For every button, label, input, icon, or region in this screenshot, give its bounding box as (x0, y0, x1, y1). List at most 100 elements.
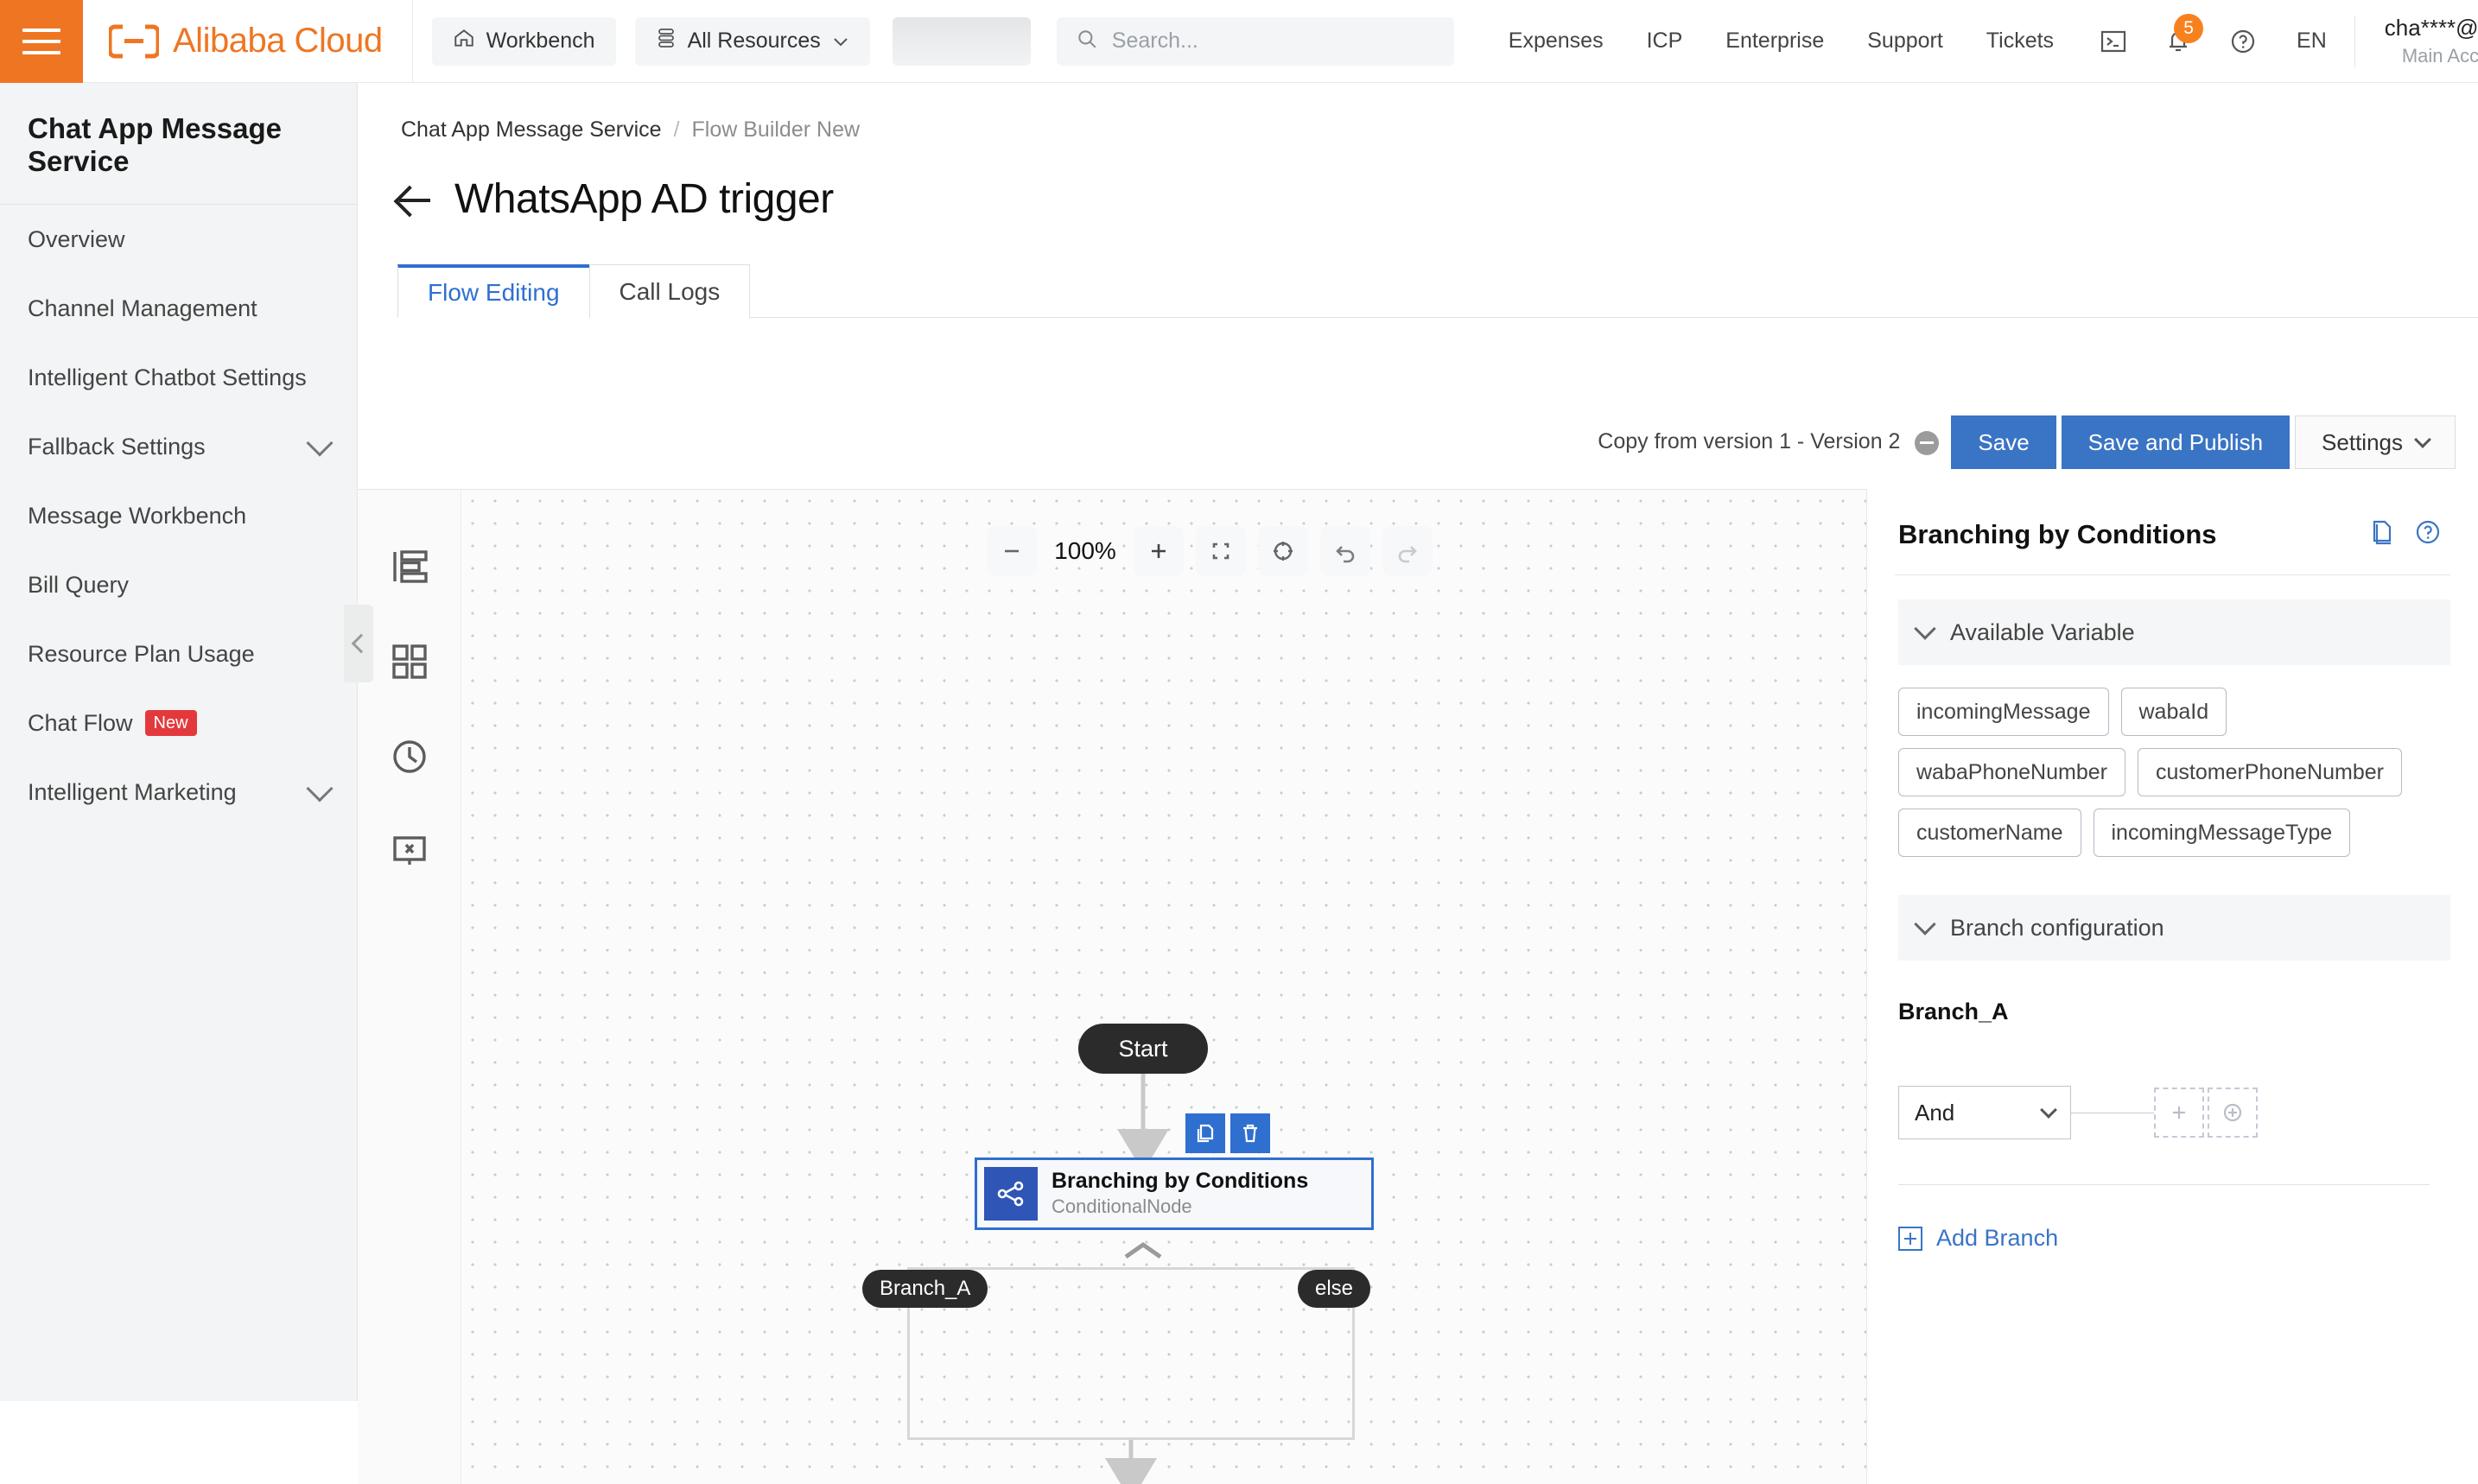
node-text: Branching by Conditions ConditionalNode (1052, 1168, 1308, 1220)
top-link-icp[interactable]: ICP (1646, 29, 1683, 53)
sidebar-item-channel-management[interactable]: Channel Management (0, 274, 357, 343)
zoom-level: 100% (1054, 537, 1116, 564)
sidebar-item-intelligent-chatbot-settings[interactable]: Intelligent Chatbot Settings (0, 343, 357, 412)
fit-to-screen-button[interactable] (1196, 526, 1246, 576)
alibaba-cloud-mark-icon (107, 24, 161, 59)
canvas-tool-rail (358, 490, 461, 1484)
remove-version-icon[interactable] (1915, 430, 1940, 455)
add-branch-button[interactable]: Add Branch (1898, 1225, 2478, 1252)
logic-operator-select[interactable]: And (1898, 1086, 2071, 1139)
branch-label: Branch_A (880, 1277, 971, 1300)
panel-header: Branching by Conditions (1867, 489, 2478, 574)
plus-square-icon (1898, 1226, 1922, 1251)
properties-panel: Branching by Conditions A (1866, 489, 2478, 1484)
top-link-support[interactable]: Support (1867, 29, 1943, 53)
zoom-in-button[interactable] (1134, 526, 1184, 576)
top-link-tickets[interactable]: Tickets (1986, 29, 2055, 53)
account-menu[interactable]: cha****@te... Main Account (2354, 15, 2478, 67)
outline-panel-icon[interactable] (386, 543, 433, 590)
history-clock-icon[interactable] (386, 733, 433, 780)
sidebar-item-label: Overview (28, 225, 125, 252)
notification-badge: 5 (2174, 13, 2204, 43)
add-condition-group-button[interactable] (2208, 1088, 2258, 1138)
branch-name: Branch_A (1898, 999, 2009, 1024)
variable-tag[interactable]: customerPhoneNumber (2137, 748, 2402, 796)
tabs-row: Flow Editing Call Logs (397, 264, 751, 318)
variable-tag[interactable]: incomingMessageType (2093, 809, 2351, 857)
node-action-buttons (1185, 1113, 1270, 1153)
all-resources-dropdown[interactable]: All Resources (634, 16, 870, 66)
redo-button[interactable] (1382, 526, 1433, 576)
zoom-out-button[interactable] (987, 526, 1037, 576)
workbench-button[interactable]: Workbench (431, 16, 616, 66)
sidebar-item-message-workbench[interactable]: Message Workbench (0, 481, 357, 550)
save-publish-label: Save and Publish (2087, 428, 2264, 455)
global-search-input[interactable]: Search... (1056, 16, 1454, 66)
save-and-publish-button[interactable]: Save and Publish (2061, 415, 2291, 469)
brand-name: Alibaba Cloud (173, 22, 383, 60)
components-grid-icon[interactable] (386, 638, 433, 685)
cloud-shell-button[interactable] (2081, 29, 2146, 54)
redacted-nav-item[interactable] (892, 16, 1031, 66)
logic-operator-value: And (1915, 1099, 1955, 1126)
undo-button[interactable] (1320, 526, 1370, 576)
sidebar-item-fallback-settings[interactable]: Fallback Settings (0, 412, 357, 481)
branch-pill-a[interactable]: Branch_A (862, 1270, 988, 1308)
sidebar-item-resource-plan-usage[interactable]: Resource Plan Usage (0, 619, 357, 688)
tab-call-logs[interactable]: Call Logs (588, 264, 751, 318)
tab-flow-editing[interactable]: Flow Editing (397, 264, 590, 318)
chevron-down-icon (1914, 618, 1936, 640)
sidebar-item-label: Fallback Settings (28, 433, 206, 460)
account-name: cha****@te... (2384, 15, 2478, 41)
collapse-branch-chevron-icon[interactable] (1121, 1240, 1166, 1266)
tab-underline (397, 317, 2478, 318)
hamburger-line (22, 28, 60, 32)
panel-title: Branching by Conditions (1898, 518, 2217, 549)
flow-node-start[interactable]: Start (1078, 1024, 1208, 1074)
top-link-expenses[interactable]: Expenses (1508, 29, 1604, 53)
variable-tag[interactable]: wabaPhoneNumber (1898, 748, 2125, 796)
top-navigation-bar: Alibaba Cloud Workbench All Resources (0, 0, 2478, 83)
variable-tag[interactable]: customerName (1898, 809, 2081, 857)
sidebar-item-bill-query[interactable]: Bill Query (0, 550, 357, 619)
save-button[interactable]: Save (1951, 415, 2056, 469)
sidebar-collapse-handle[interactable] (344, 605, 373, 682)
center-view-button[interactable] (1258, 526, 1308, 576)
left-sidebar: Chat App Message Service Overview Channe… (0, 83, 358, 1401)
version-info: Copy from version 1 - Version 2 (1598, 429, 1940, 455)
menu-toggle-button[interactable] (0, 0, 83, 83)
help-circle-icon[interactable] (2414, 518, 2442, 550)
docs-icon[interactable] (2369, 518, 2395, 550)
sidebar-item-intelligent-marketing[interactable]: Intelligent Marketing (0, 758, 357, 827)
settings-button[interactable]: Settings (2295, 415, 2456, 469)
add-condition-button[interactable] (2154, 1088, 2204, 1138)
tab-label: Call Logs (619, 277, 721, 305)
sidebar-item-chat-flow[interactable]: Chat Flow New (0, 688, 357, 758)
copy-node-button[interactable] (1185, 1113, 1225, 1153)
chevron-left-icon (351, 633, 371, 654)
hamburger-line (22, 50, 60, 54)
flow-canvas[interactable]: 100% (461, 490, 1885, 1484)
variable-tag[interactable]: wabaId (2120, 688, 2227, 736)
branch-pill-else[interactable]: else (1298, 1270, 1371, 1308)
breadcrumb: Chat App Message Service / Flow Builder … (358, 83, 2478, 143)
delete-node-button[interactable] (1230, 1113, 1270, 1153)
available-variable-section-header[interactable]: Available Variable (1898, 599, 2450, 665)
sidebar-item-overview[interactable]: Overview (0, 205, 357, 274)
flow-node-conditional[interactable]: Branching by Conditions ConditionalNode (975, 1157, 1374, 1230)
panel-header-icons (2369, 518, 2442, 550)
top-link-enterprise[interactable]: Enterprise (1725, 29, 1825, 53)
breadcrumb-root[interactable]: Chat App Message Service (401, 117, 662, 142)
main-content: Chat App Message Service / Flow Builder … (358, 83, 2478, 1484)
close-preview-icon[interactable] (386, 828, 433, 875)
variable-tag[interactable]: incomingMessage (1898, 688, 2109, 736)
branch-configuration-section-header[interactable]: Branch configuration (1898, 895, 2450, 961)
sidebar-item-label: Bill Query (28, 571, 130, 598)
help-button[interactable] (2210, 28, 2276, 55)
alibaba-cloud-logo[interactable]: Alibaba Cloud (83, 0, 413, 83)
back-arrow-icon[interactable] (397, 182, 432, 217)
language-selector[interactable]: EN (2297, 29, 2327, 53)
notifications-button[interactable]: 5 (2146, 13, 2210, 55)
zoom-controls: 100% (987, 526, 1433, 576)
sidebar-item-label: Channel Management (28, 295, 257, 321)
